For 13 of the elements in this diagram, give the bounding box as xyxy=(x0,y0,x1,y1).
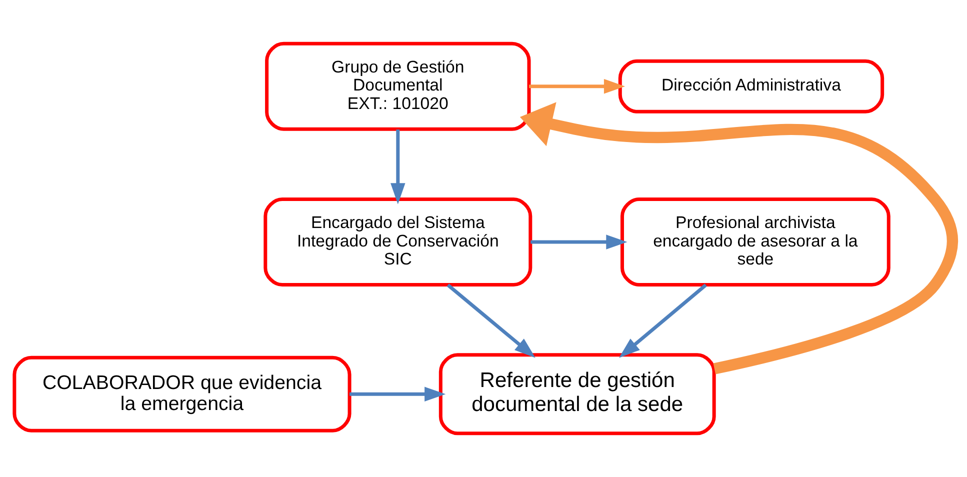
node-box: Referente de gestión documental de la sede xyxy=(438,353,716,436)
arrow xyxy=(390,130,406,204)
node-box: COLABORADOR que evidencia la emergencia xyxy=(12,356,352,432)
arrow xyxy=(520,102,958,374)
node-box: Grupo de Gestión Documental EXT.: 101020 xyxy=(265,42,531,131)
node-box: Dirección Administrativa xyxy=(618,59,884,114)
arrow xyxy=(446,284,536,358)
node-box: Encargado del Sistema Integrado de Conservación SIC xyxy=(264,197,532,287)
arrow xyxy=(618,284,707,358)
arrow xyxy=(530,234,628,250)
arrow xyxy=(529,79,626,94)
node-box: Profesional archivista encargado de asesorar a la sede xyxy=(620,197,890,287)
arrow xyxy=(350,386,446,402)
